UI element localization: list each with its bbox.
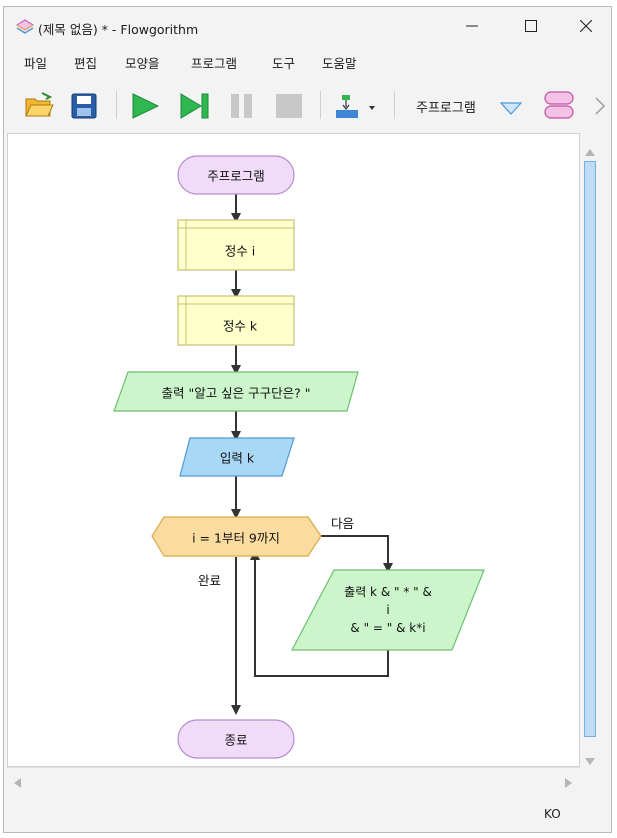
loop-done-label: 완료 (198, 573, 222, 588)
toolbar: 주프로그램 (4, 81, 611, 131)
app-window: (제목 없음) * - Flowgorithm 파일 편집 모양을 프로그램 도… (3, 6, 612, 833)
flowchart-svg (113, 155, 485, 759)
chevron-right-icon[interactable] (594, 97, 606, 119)
menu-layout[interactable]: 모양을 (125, 56, 160, 71)
menu-program[interactable]: 프로그램 (191, 56, 238, 71)
scroll-right-icon[interactable] (565, 773, 573, 792)
output-multiply-shape[interactable] (291, 569, 485, 651)
menu-tools[interactable]: 도구 (272, 56, 296, 71)
minimize-button[interactable] (449, 11, 495, 41)
vertical-scroll-thumb[interactable] (584, 161, 596, 737)
connector-loop-back (250, 550, 389, 677)
output-multiply-line-1: 출력 k & " * " & (344, 585, 432, 599)
scroll-left-icon[interactable] (13, 773, 21, 792)
step-icon[interactable] (179, 93, 211, 123)
layout-icon[interactable] (334, 93, 378, 125)
flowgorithm-app-icon (16, 19, 34, 39)
maximize-button[interactable] (508, 11, 554, 41)
run-icon[interactable] (130, 93, 160, 123)
end-terminal[interactable] (177, 719, 295, 759)
vertical-scrollbar[interactable] (580, 133, 600, 767)
stop-icon[interactable] (275, 93, 303, 123)
window-title: (제목 없음) * - Flowgorithm (38, 22, 199, 37)
declare-k-shape[interactable] (177, 295, 295, 346)
declare-k-label: 정수 k (222, 318, 258, 334)
menu-file[interactable]: 파일 (24, 56, 48, 71)
horizontal-scrollbar[interactable] (7, 767, 580, 788)
close-button[interactable] (563, 11, 609, 41)
status-bar: KO (4, 789, 611, 831)
save-icon[interactable] (70, 92, 98, 124)
start-terminal[interactable] (177, 155, 295, 195)
output-multiply-line-3: & " = " & k*i (350, 621, 426, 635)
loop-shape[interactable] (151, 516, 322, 557)
output-prompt-label: 출력 "알고 싶은 구구단은? " (161, 385, 311, 401)
toolbar-separator (394, 91, 395, 119)
menu-edit[interactable]: 편집 (74, 56, 98, 71)
toolbar-separator (116, 91, 117, 119)
flowchart-canvas[interactable]: 주프로그램 정수 i 정수 k 출력 "알고 싶은 구구단은? " 입력 k i… (7, 133, 580, 767)
declare-i-shape[interactable] (177, 219, 295, 271)
start-label: 주프로그램 (207, 168, 265, 184)
declare-i-label: 정수 i (224, 243, 256, 259)
loop-label: i = 1부터 9까지 (192, 530, 280, 546)
end-label: 종료 (224, 732, 248, 748)
open-folder-icon[interactable] (24, 91, 54, 123)
function-manager-icon[interactable] (544, 91, 574, 123)
output-multiply-line-2: i (386, 603, 390, 617)
language-status: KO (544, 807, 561, 821)
function-selector[interactable]: 주프로그램 (416, 101, 476, 116)
connector-loop-next (321, 535, 393, 573)
menu-bar: 파일 편집 모양을 프로그램 도구 도움말 (4, 49, 611, 73)
chevron-down-icon[interactable] (499, 101, 523, 120)
menu-help[interactable]: 도움말 (322, 56, 357, 71)
output-prompt-shape[interactable] (113, 371, 359, 412)
scroll-down-icon[interactable] (585, 751, 595, 770)
scroll-up-icon[interactable] (585, 141, 595, 160)
loop-next-label: 다음 (331, 516, 355, 531)
toolbar-separator (320, 91, 321, 119)
pause-icon[interactable] (230, 93, 254, 123)
output-multiply-label: 출력 k & " * " & i & " = " & k*i (344, 583, 432, 637)
title-bar: (제목 없음) * - Flowgorithm (4, 7, 611, 45)
input-k-shape[interactable] (179, 437, 295, 477)
input-k-label: 입력 k (219, 450, 255, 466)
